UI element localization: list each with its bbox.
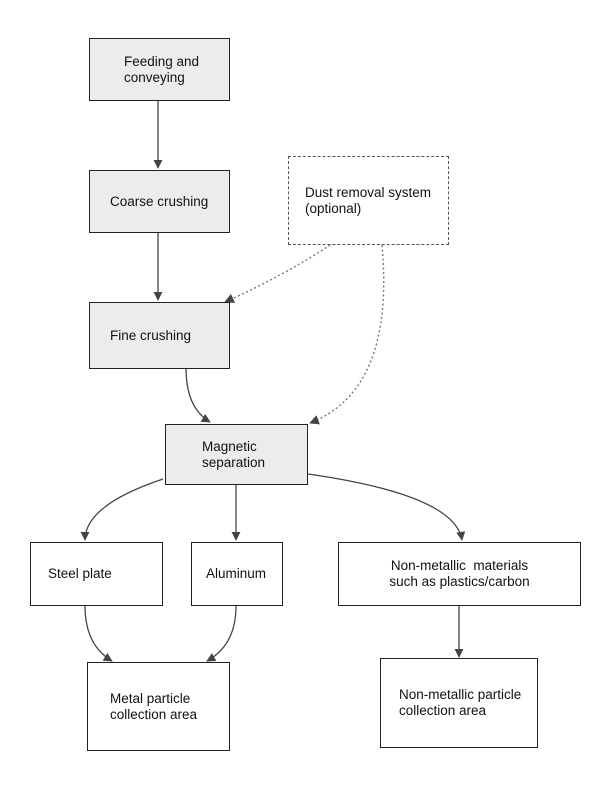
arrow-fine-to-magnetic [185,367,211,423]
arrow-dust-to-magnetic [309,244,385,425]
dust-removal-system-node: Dust removal system (optional) [288,156,449,245]
node-label-line: Fine crushing [110,327,192,343]
node-label-line: Aluminum [206,566,267,581]
arrow-dust-to-fine [224,244,331,303]
node-label-line: such as plastics/carbon [389,574,530,589]
node-label-line: collection area [399,703,487,718]
node-label-line: separation [202,454,266,470]
node-label-line: (optional) [305,200,362,216]
metal-particle-collection-area-node: Metal particle collection area [87,662,230,751]
aluminum-node: Aluminum [191,542,283,606]
non-metallic-particle-collection-area-node: Non-metallic particle collection area [380,658,538,748]
node-label-line: Dust removal system [305,184,432,200]
node-label-line: Steel plate [48,566,112,581]
magnetic-separation-node: Magnetic separation [165,424,308,485]
arrow-magnetic-to-nonmetallic [307,473,466,541]
node-label-line: collection area [110,706,198,722]
node-label-line: Metal particle [110,690,191,706]
non-metallic-materials-node: Non-metallic materials such as plastics/… [338,542,581,606]
arrow-magnetic-to-steel [80,478,164,541]
coarse-crushing-node: Coarse crushing [89,170,230,233]
node-label-line: Magnetic [202,438,257,454]
node-label-line: Non-metallic materials [390,558,529,573]
node-label-line: Feeding and [124,53,200,69]
arrow-aluminum-to-metal-collection [206,605,237,662]
node-label-line: Coarse crushing [110,193,209,209]
arrow-steel-to-metal-collection [84,605,113,662]
steel-plate-node: Steel plate [30,542,163,606]
feeding-and-conveying-node: Feeding and conveying [89,38,230,101]
node-label-line: Non-metallic particle [399,687,522,702]
node-label-line: conveying [124,69,185,85]
fine-crushing-node: Fine crushing [89,302,230,369]
